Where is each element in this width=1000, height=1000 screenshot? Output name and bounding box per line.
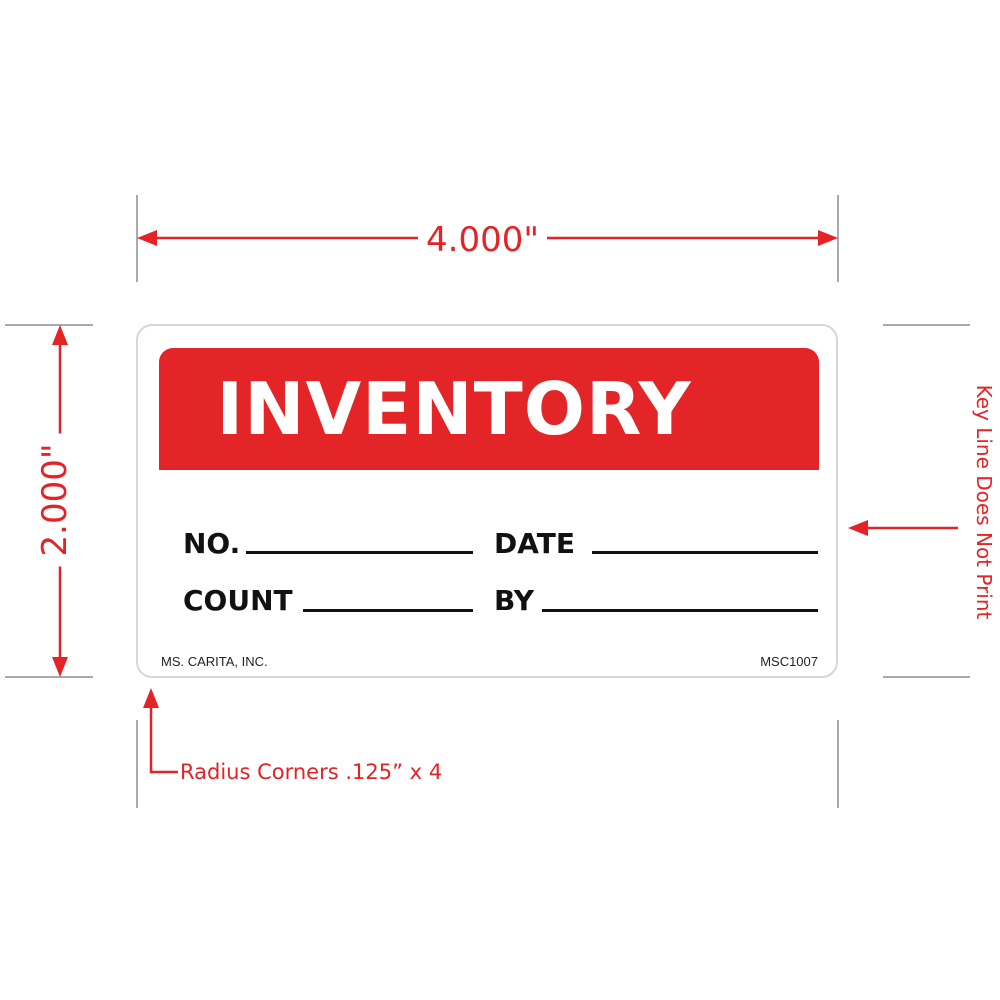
radius-corners-note: Radius Corners .125” x 4 bbox=[180, 760, 443, 784]
field-no-label: NO. bbox=[183, 527, 241, 560]
keyline-arrow-head bbox=[848, 520, 868, 536]
field-no-line bbox=[246, 551, 473, 554]
field-by-label: BY bbox=[494, 584, 535, 617]
label-title: INVENTORY bbox=[216, 367, 692, 451]
field-date-label: DATE bbox=[494, 527, 575, 560]
height-arrow-head-top bbox=[52, 325, 68, 345]
title-banner: INVENTORY bbox=[159, 348, 819, 470]
radius-arrow-head bbox=[143, 688, 159, 708]
field-by-line bbox=[542, 609, 818, 612]
height-arrow-head-bottom bbox=[52, 657, 68, 677]
width-arrow-head-right bbox=[818, 230, 838, 246]
width-dimension-label: 4.000" bbox=[418, 220, 547, 260]
manufacturer-name: MS. CARITA, INC. bbox=[161, 654, 268, 669]
height-dimension-label: 2.000" bbox=[35, 433, 75, 567]
keyline-note: Key Line Does Not Print bbox=[972, 384, 996, 620]
width-arrow-head-left bbox=[137, 230, 157, 246]
field-count-line bbox=[303, 609, 473, 612]
product-code: MSC1007 bbox=[760, 654, 818, 669]
field-date-line bbox=[592, 551, 818, 554]
radius-arrow-line bbox=[149, 700, 178, 774]
field-count-label: COUNT bbox=[183, 584, 293, 617]
